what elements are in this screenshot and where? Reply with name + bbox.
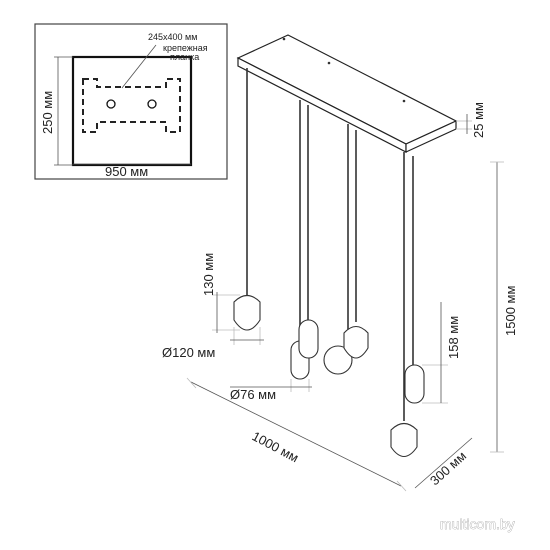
canopy-screw xyxy=(402,99,406,103)
mount-plate-name-line2: планка xyxy=(170,52,199,62)
ceiling-canopy xyxy=(236,34,458,153)
large-shade-height-label: 130 мм xyxy=(201,253,216,296)
canopy-screw xyxy=(282,37,286,41)
mount-plate-size-label: 245x400 мм xyxy=(148,32,197,42)
canopy-top-face xyxy=(236,34,458,145)
mount-hole-left xyxy=(106,99,116,109)
length-label: 1000 мм xyxy=(250,428,302,465)
shade-large xyxy=(233,294,261,331)
inset-width-label: 950 мм xyxy=(105,164,148,179)
depth-label: 300 мм xyxy=(427,448,469,488)
mount-plate-leader xyxy=(121,44,157,89)
large-shade-diameter-label: Ø120 мм xyxy=(162,345,215,360)
mount-hole-right xyxy=(147,99,157,109)
small-shade-diameter-label: Ø76 мм xyxy=(230,387,276,402)
canopy-height-label: 25 мм xyxy=(471,102,486,138)
total-height-label: 1500 мм xyxy=(503,286,518,336)
large-shade-height-dimension: 130 мм xyxy=(201,253,240,333)
total-height-dimension: 1500 мм xyxy=(490,161,518,453)
mount-plate-name-line1: крепежная xyxy=(163,43,208,53)
small-shade-height-dimension: 158 мм xyxy=(422,302,461,404)
shade-small xyxy=(298,319,319,359)
small-shade-height-label: 158 мм xyxy=(446,316,461,359)
large-shade-diameter-dimension: Ø120 мм xyxy=(162,327,264,360)
watermark-text: multicom.by xyxy=(440,516,515,532)
canopy-screw xyxy=(327,61,331,65)
shade-round xyxy=(323,345,353,375)
mount-plate-outline xyxy=(82,78,181,133)
pendant-cords xyxy=(246,68,414,421)
length-dimension: 1000 мм xyxy=(186,377,407,492)
canopy-outline xyxy=(71,55,193,167)
canopy-top-view-inset: 245x400 мм крепежная планка 250 мм 950 м… xyxy=(34,23,228,180)
inset-height-label: 250 мм xyxy=(40,91,55,134)
pendant-shades xyxy=(233,294,425,458)
small-shade-diameter-dimension: Ø76 мм xyxy=(230,379,312,402)
inset-frame xyxy=(34,23,228,180)
shade-large xyxy=(343,325,369,359)
canopy-height-dimension: 25 мм xyxy=(456,102,486,138)
shade-large xyxy=(390,422,418,458)
depth-dimension: 300 мм xyxy=(414,437,473,489)
shade-small xyxy=(404,364,425,404)
